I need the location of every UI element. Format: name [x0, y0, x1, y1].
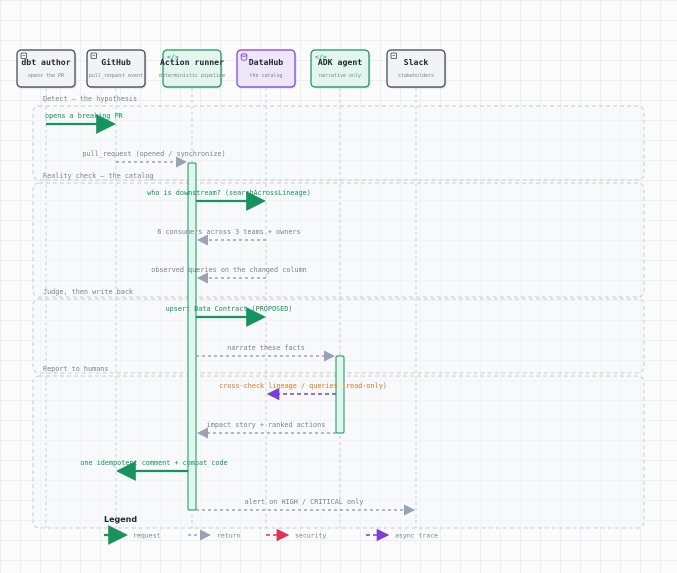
actor-box — [236, 49, 296, 88]
message-label: upsert Data Contract (PROPOSED) — [166, 305, 293, 313]
message-label: pull_request (opened / synchronize) — [82, 150, 225, 158]
chat-icon — [390, 52, 397, 59]
legend-label: async trace — [395, 532, 438, 540]
message-label: narrate these facts — [227, 344, 305, 352]
legend-title: Legend — [104, 515, 137, 524]
actor-subtitle: stakeholders — [398, 73, 434, 79]
actor-subtitle: deterministic pipeline — [159, 73, 225, 79]
message-label: cross-check lineage / queries (read-only… — [219, 382, 387, 390]
message-label: who is downstream? (searchAcrossLineage) — [147, 189, 311, 197]
actor-slack: Slack stakeholders — [386, 49, 447, 89]
group-frame — [32, 182, 645, 298]
actor-title: dbt author — [21, 57, 70, 67]
actor-subtitle: opens the PR — [28, 73, 65, 79]
message-label: observed queries on the changed column — [151, 266, 307, 274]
message-label: alert on HIGH / CRITICAL only — [245, 498, 364, 506]
legend-label: return — [217, 532, 241, 540]
message-label: 6 consumers across 3 teams + owners — [157, 228, 300, 236]
actor-title: Slack — [404, 57, 429, 67]
message-label: impact story + ranked actions — [207, 421, 326, 429]
legend-label: request — [133, 532, 160, 540]
legend-label: security — [295, 532, 326, 540]
actor-box — [86, 49, 146, 88]
svg-text:</>: </> — [167, 53, 179, 61]
actor-title: ADK agent — [318, 57, 362, 67]
actor-datahub: DataHub the catalog — [236, 49, 297, 89]
actor-box — [162, 49, 222, 88]
group-frame — [32, 105, 645, 181]
actor-box — [16, 49, 76, 88]
repo-icon — [90, 52, 97, 59]
message-label: opens a breaking PR — [45, 112, 124, 120]
database-icon — [240, 53, 248, 61]
code-icon: </> — [315, 53, 327, 61]
actor-subtitle: the catalog — [249, 73, 282, 79]
legend: Legend request return security async trace — [104, 515, 438, 545]
actor-title: DataHub — [249, 57, 284, 67]
activation-bar — [335, 355, 345, 434]
group-label: Reality check — the catalog — [43, 172, 154, 180]
actor-github: GitHub pull_request event — [86, 49, 147, 89]
person-icon — [20, 52, 27, 59]
message-label: one idempotent comment + compat code — [80, 459, 227, 467]
group-frame — [32, 375, 645, 529]
group-frame — [32, 298, 645, 374]
activation-bar — [187, 162, 197, 511]
group-label: Detect — the hypothesis — [43, 95, 137, 103]
actor-box — [386, 49, 446, 88]
actor-subtitle: narrative only — [319, 73, 361, 79]
actor-box — [310, 49, 370, 88]
actor-dbt-author: dbt author opens the PR — [16, 49, 77, 89]
code-icon: </> — [167, 53, 179, 61]
actor-adk-agent: </>ADK agent narrative only — [310, 49, 371, 89]
actor-subtitle: pull_request event — [89, 73, 143, 79]
actor-action-runner: </>Action runner deterministic pipeline — [159, 49, 225, 89]
actor-title: Action runner — [160, 57, 224, 67]
svg-text:</>: </> — [315, 53, 327, 61]
actor-title: GitHub — [101, 57, 131, 67]
group-label: Judge, then write back — [43, 288, 133, 296]
group-label: Report to humans — [43, 365, 108, 373]
